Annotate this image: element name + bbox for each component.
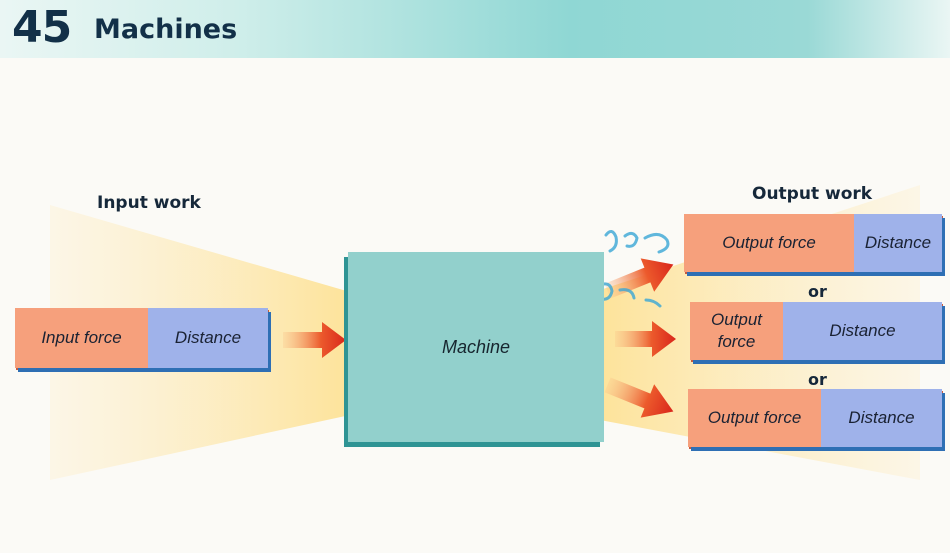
output-arrow-bottom — [604, 377, 674, 418]
chapter-banner: 45 Machines — [0, 0, 950, 58]
output-force-segment-3: Output force — [688, 389, 821, 447]
output-force-segment-2: Output force — [690, 302, 783, 360]
output-bar-3: Output force Distance — [688, 389, 942, 447]
input-work-bar: Input force Distance — [15, 308, 268, 368]
or-connector-2: or — [808, 370, 827, 389]
output-distance-segment-3: Distance — [821, 389, 942, 447]
chapter-number: 45 — [12, 2, 72, 53]
output-bar-1: Output force Distance — [684, 214, 942, 272]
output-force-segment-1: Output force — [684, 214, 854, 272]
machine-box: Machine — [348, 252, 604, 442]
output-bar-2: Output force Distance — [690, 302, 942, 360]
chapter-title: Machines — [94, 14, 238, 45]
input-work-label: Input work — [97, 193, 201, 213]
output-work-label: Output work — [752, 184, 873, 204]
input-force-segment: Input force — [15, 308, 148, 368]
or-connector-1: or — [808, 282, 827, 301]
input-arrow — [283, 322, 346, 358]
output-arrow-middle — [615, 321, 676, 357]
output-distance-segment-1: Distance — [854, 214, 942, 272]
output-distance-segment-2: Distance — [783, 302, 942, 360]
input-distance-segment: Distance — [148, 308, 268, 368]
